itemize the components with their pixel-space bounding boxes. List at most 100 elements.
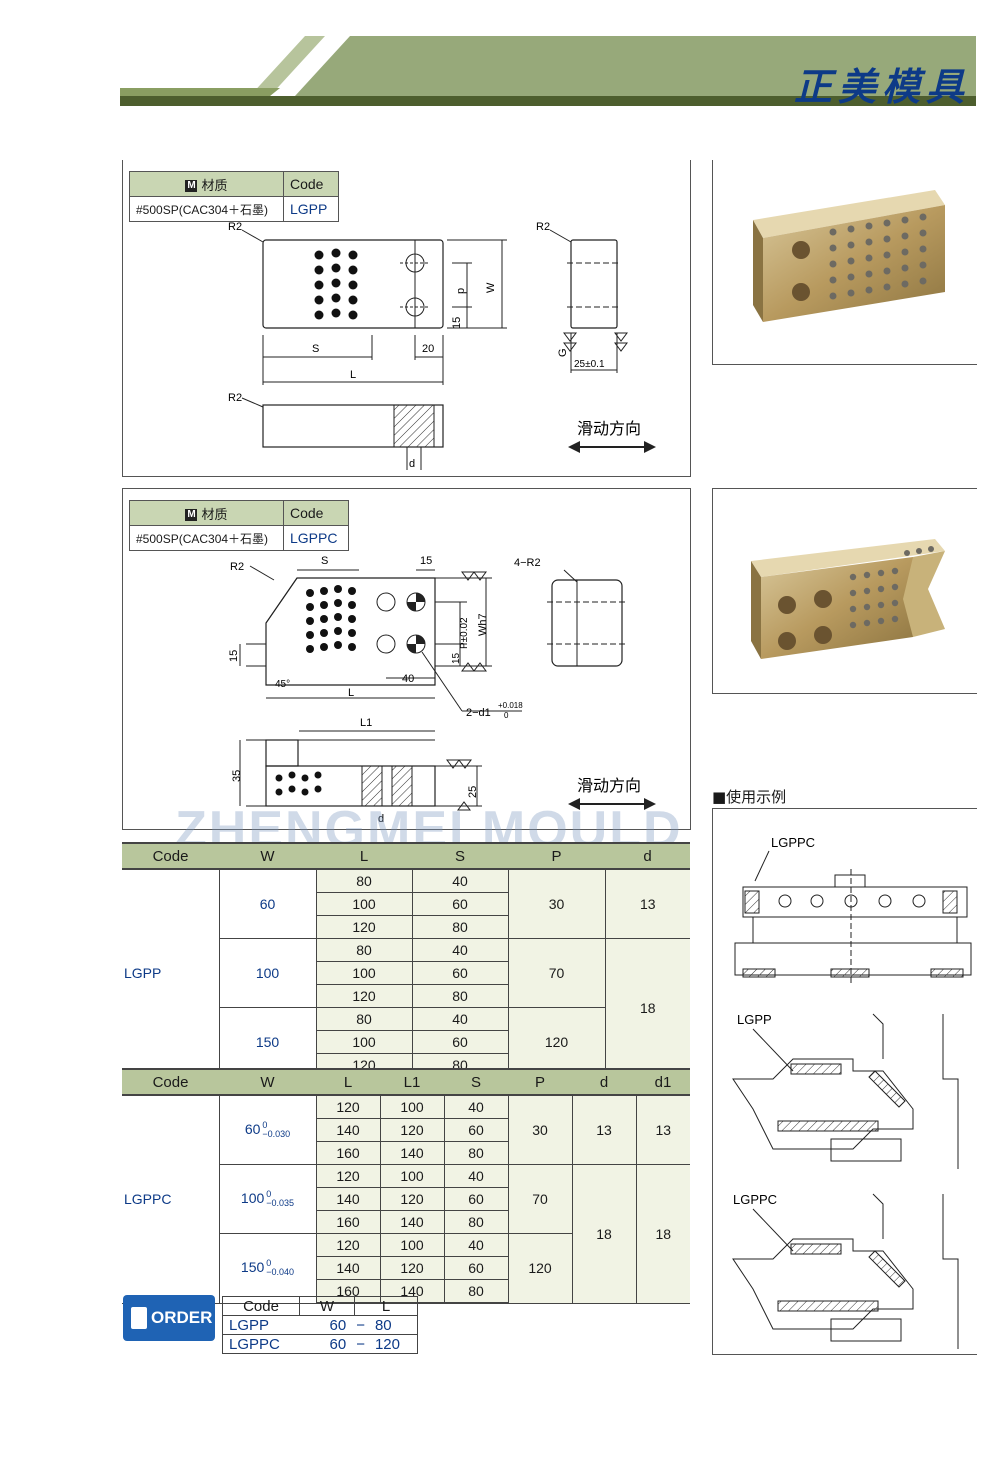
col-l: L <box>316 1068 380 1096</box>
w-cell: 150 <box>219 1007 317 1078</box>
dim-r2-bottom: R2 <box>228 392 242 404</box>
material-value: #500SP(CAC304＋石墨) <box>129 525 284 551</box>
material-value: #500SP(CAC304＋石墨) <box>129 196 284 222</box>
code-label: Code <box>283 500 349 526</box>
l-cell: 80 <box>316 938 413 962</box>
s-cell: 80 <box>412 915 509 939</box>
l-cell: 120 <box>316 1095 381 1119</box>
order-col-l: L <box>354 1296 418 1316</box>
dim-25: 25±0.1 <box>574 359 605 370</box>
dim-35: 35 <box>231 770 243 782</box>
dim-wh7: Wh7 <box>477 613 489 636</box>
dim-d1-tol-up: +0.018 <box>498 701 523 710</box>
dim-s: S <box>321 555 328 567</box>
col-w: W <box>219 1068 316 1096</box>
col-p: P <box>508 1068 572 1096</box>
l-cell: 100 <box>316 1030 413 1054</box>
s-cell: 40 <box>412 869 509 893</box>
col-l: L <box>316 842 412 870</box>
s-cell: 40 <box>412 1007 509 1031</box>
col-s: S <box>444 1068 508 1096</box>
s-cell: 60 <box>412 892 509 916</box>
l-cell: 160 <box>316 1210 381 1234</box>
dim-l: L <box>348 687 354 699</box>
header-band <box>120 36 976 106</box>
usage-label-lgppc-1: LGPPC <box>771 835 815 850</box>
l-cell: 140 <box>316 1118 381 1142</box>
tol-up: 0 <box>266 1258 272 1269</box>
s-cell: 60 <box>412 961 509 985</box>
d-cell: 18 <box>572 1164 637 1304</box>
s-cell: 60 <box>444 1118 509 1142</box>
s-cell: 40 <box>444 1164 509 1188</box>
p-cell: 70 <box>508 1164 573 1234</box>
d1-cell: 13 <box>636 1095 690 1165</box>
w-value: 100 <box>240 1189 265 1206</box>
lgppc-drawing: S 15 R2 4−R2 P±0.02 15 Wh7 15 40 45° L L… <box>228 555 656 825</box>
s-cell: 80 <box>444 1279 509 1304</box>
order-wl: 60−80 <box>299 1315 418 1335</box>
l-cell: 120 <box>316 915 413 939</box>
dim-r2-side: R2 <box>536 221 550 233</box>
l-cell: 100 <box>316 892 413 916</box>
usage-panel: LGPPC LGPP LGPPC <box>712 808 977 1355</box>
dim-20: 20 <box>422 343 434 355</box>
l1-cell: 140 <box>380 1141 445 1165</box>
material-label: 材质 <box>201 177 228 193</box>
order-code: LGPPC <box>222 1334 300 1354</box>
lgpp-drawing: R2 p W 15 S 20 L R2 G 25±0.1 R2 d 滑动方向 <box>228 221 656 470</box>
s-cell: 60 <box>412 1030 509 1054</box>
w-cell: 100 <box>219 938 317 1008</box>
s-cell: 40 <box>412 938 509 962</box>
brand-title: 正美模具 <box>793 64 970 109</box>
dim-4-r2: 4−R2 <box>514 557 541 569</box>
slide-direction-label: 滑动方向 <box>577 776 641 795</box>
dim-p: P±0.02 <box>459 617 470 649</box>
w-cell: 60 <box>219 869 317 939</box>
dim-15: 15 <box>451 317 463 329</box>
l-cell: 80 <box>316 869 413 893</box>
tol-up: 0 <box>266 1189 272 1200</box>
dim-r2: R2 <box>230 561 244 573</box>
dim-15-top: 15 <box>420 555 432 567</box>
s-cell: 80 <box>412 984 509 1008</box>
usage-title: ■使用示例 <box>712 788 787 806</box>
dim-25: 25 <box>467 786 479 798</box>
order-l: 80 <box>374 1316 392 1334</box>
dim-d1-tol-dn: 0 <box>504 711 509 720</box>
l-cell: 100 <box>316 961 413 985</box>
l-cell: 120 <box>316 1233 381 1257</box>
l1-cell: 100 <box>380 1095 445 1119</box>
col-p: P <box>508 842 605 870</box>
d-cell: 13 <box>605 869 690 939</box>
d1-cell: 18 <box>636 1164 690 1304</box>
material-icon: M <box>185 509 198 522</box>
s-cell: 40 <box>444 1233 509 1257</box>
lgppc-photo-image <box>751 539 945 659</box>
l-cell: 140 <box>316 1187 381 1211</box>
usage-label-lgppc-2: LGPPC <box>733 1192 777 1207</box>
l1-cell: 120 <box>380 1187 445 1211</box>
order-dash: − <box>356 1316 365 1334</box>
code-cell: LGPPC <box>122 1095 220 1304</box>
order-w: 60 <box>329 1316 347 1334</box>
calculator-icon <box>131 1307 147 1329</box>
dim-l: L <box>350 369 356 381</box>
l-cell: 160 <box>316 1141 381 1165</box>
p-cell: 30 <box>508 869 606 939</box>
tol-up: 0 <box>262 1120 268 1131</box>
w-value: 60 <box>244 1120 261 1137</box>
material-label: 材质 <box>201 506 228 522</box>
l-cell: 120 <box>316 984 413 1008</box>
dim-p: p <box>455 288 467 294</box>
order-dash: − <box>356 1335 365 1353</box>
order-l: 120 <box>374 1335 400 1353</box>
order-code: LGPP <box>222 1315 300 1335</box>
code-label: Code <box>283 171 339 197</box>
usage-drawings: LGPPC LGPP LGPPC <box>732 835 972 1349</box>
tol-dn: −0.035 <box>266 1198 295 1209</box>
